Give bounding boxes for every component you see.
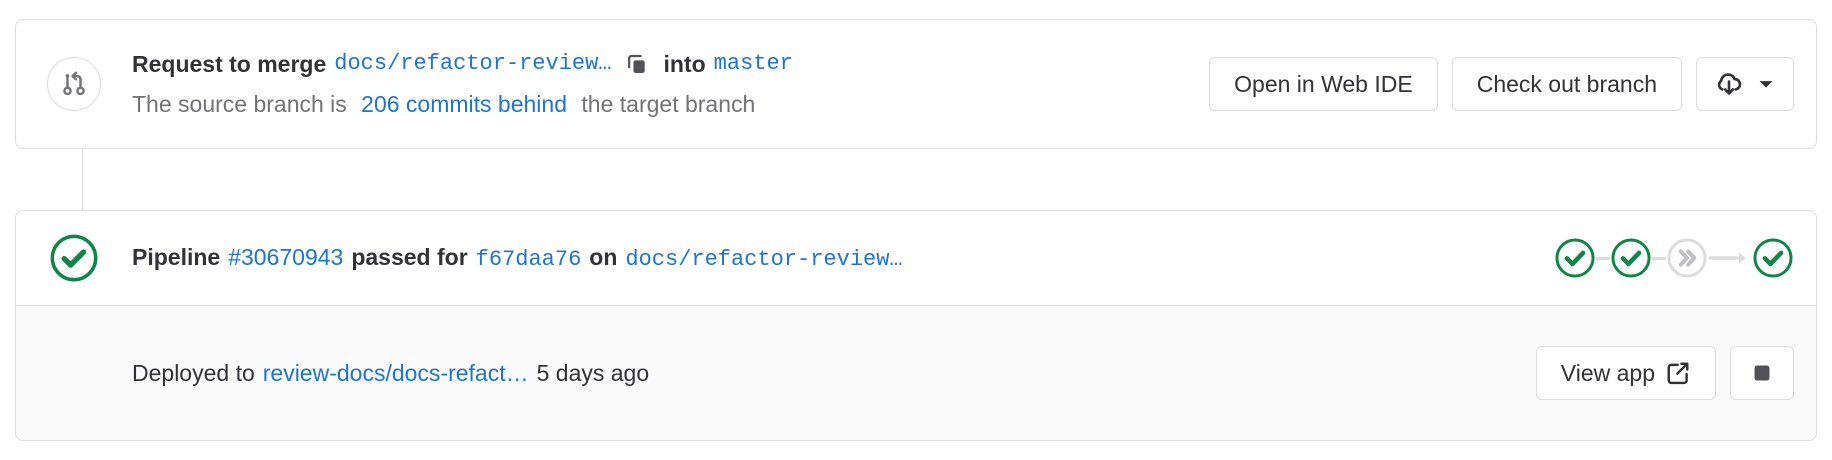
stop-environment-button[interactable] [1730,346,1794,400]
pipeline-id-link[interactable]: #30670943 [228,243,344,270]
view-app-label: View app [1560,359,1655,386]
copy-icon [627,54,645,73]
check-circle-icon [1753,238,1793,278]
merge-request-card: Request to merge docs/refactor-review… i… [15,19,1817,149]
merge-request-icon-wrap [16,57,132,111]
source-branch-link[interactable]: docs/refactor-review… [334,51,612,76]
pipeline-branch-link[interactable]: docs/refactor-review… [625,246,903,272]
deployment-row: Deployed to review-docs/docs-refact… 5 day… [16,305,1816,440]
chevron-down-icon [1759,81,1773,88]
pipeline-status-icon-wrap [16,233,132,283]
skipped-icon [1667,238,1707,278]
pipeline-stage-test[interactable] [1610,237,1652,279]
target-branch-link[interactable]: master [713,51,793,76]
check-circle-icon [1555,238,1595,278]
pipeline-commit-sha-link[interactable]: f67daa76 [475,246,582,272]
merge-request-icon [63,71,85,96]
arrow-right-icon [1708,252,1746,264]
open-in-web-ide-button[interactable]: Open in Web IDE [1209,57,1438,111]
stage-arrow-icon [1708,250,1752,266]
view-app-button[interactable]: View app [1535,346,1716,400]
deployed-to-label: Deployed to [132,360,255,386]
pipeline-label: Pipeline [132,243,221,270]
stage-connector [1652,256,1666,260]
merge-request-title-line: Request to merge docs/refactor-review… i… [132,47,1189,81]
pipeline-stage-deploy[interactable] [1752,237,1794,279]
pipeline-stage-list [1554,237,1794,279]
cloud-download-icon [1717,73,1742,95]
deployment-actions: View app [1535,346,1794,400]
stage-connector [1596,256,1610,260]
status-success-icon [50,234,98,282]
stop-icon [1754,365,1770,381]
merge-request-body: Request to merge docs/refactor-review… i… [132,47,1189,121]
commits-behind-link[interactable]: 206 commits behind [361,91,568,117]
download-dropdown-button[interactable] [1696,57,1794,111]
card-connector-line [82,149,83,210]
deployment-text: Deployed to review-docs/docs-refact… 5 day… [16,358,1536,388]
pipeline-on-label: on [589,243,618,270]
copy-branch-name-button[interactable] [620,49,654,79]
check-out-branch-button[interactable]: Check out branch [1451,57,1682,111]
source-branch-status-prefix: The source branch is [132,91,347,117]
pipeline-stage-skipped[interactable] [1666,237,1708,279]
merge-request-subtitle-line: The source branch is 206 commits behind … [132,87,1189,121]
pipeline-state-label: passed for [351,243,468,270]
merge-request-icon-circle [47,57,101,111]
into-label: into [663,51,706,77]
check-circle-icon [1611,238,1651,278]
request-to-merge-label: Request to merge [132,51,327,77]
external-link-icon [1667,362,1689,385]
pipeline-stage-build[interactable] [1554,237,1596,279]
merge-request-actions: Open in Web IDE Check out branch [1209,57,1794,111]
source-branch-status-suffix: the target branch [581,91,756,117]
environment-link[interactable]: review-docs/docs-refact… [262,360,529,386]
deployment-timestamp: 5 days ago [536,360,650,386]
